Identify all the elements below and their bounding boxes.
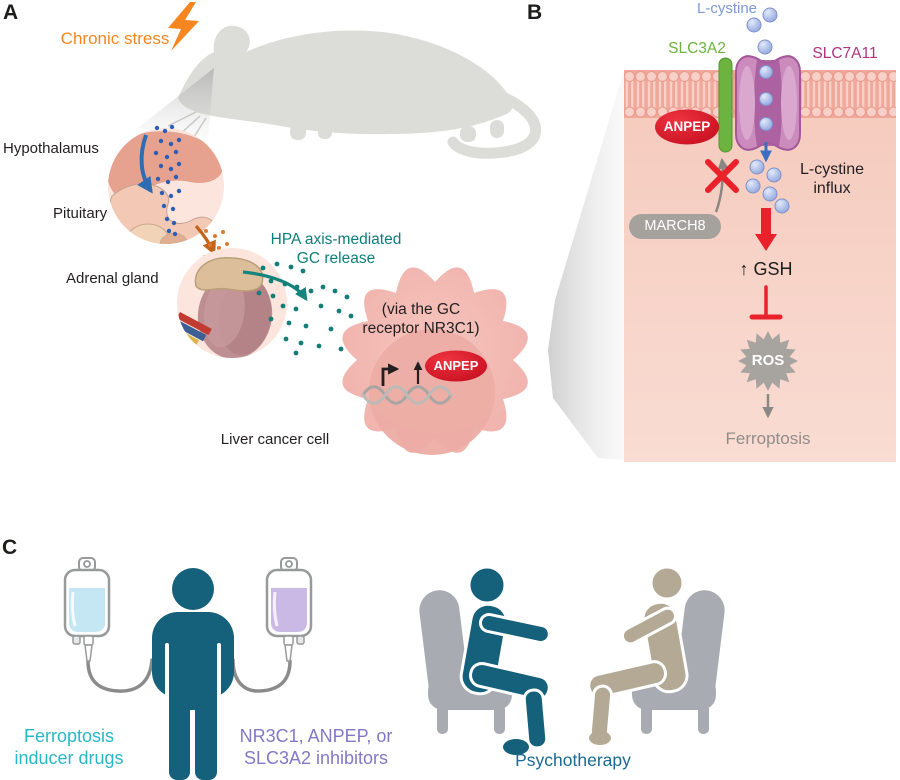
hypothalamus-label: Hypothalamus [3, 140, 99, 157]
chronic-stress-label: Chronic stress [60, 29, 170, 48]
slc3a2-bar [718, 57, 733, 153]
hpa-line2: GC release [296, 249, 376, 267]
drugs-right-line2: SLC3A2 inhibitors [243, 747, 389, 768]
march8-arrow-icon [714, 157, 729, 213]
anpep-badge-label: ANPEP [433, 358, 479, 373]
adrenal-gland-label: Adrenal gland [66, 270, 159, 287]
acth-arrow-icon [194, 224, 216, 256]
drugs-right-line1: NR3C1, ANPEP, or [239, 726, 393, 746]
slc7a11-label: SLC7A11 [812, 45, 878, 62]
anpep-badge [425, 350, 487, 382]
gc-release-arrow-icon [242, 270, 308, 302]
ros-starburst [738, 331, 798, 391]
anpep-badge-b-label: ANPEP [663, 119, 711, 134]
crh-arrow-icon [137, 134, 153, 194]
ros-label: ROS [751, 352, 785, 369]
lightning-icon [168, 2, 199, 51]
march8-label: MARCH8 [644, 218, 706, 234]
transcription-start-arrow-icon [381, 363, 400, 386]
brain-inset [108, 124, 224, 244]
gc-dots [256, 261, 354, 356]
influx-line1: L-cystine [799, 161, 865, 178]
slc3a2-label: SLC3A2 [668, 40, 726, 57]
liver-cancer-cell-label: Liver cancer cell [220, 431, 330, 448]
via-line2: receptor NR3C1) [362, 319, 480, 337]
patient-figure [152, 568, 234, 780]
gsh-up-arrow-icon [755, 208, 777, 251]
red-x-icon [705, 159, 739, 193]
hpa-line1: HPA axis-mediated [270, 231, 402, 248]
iv-bag-left [63, 557, 111, 662]
l-cystine-influx-label: L-cystine influx [789, 160, 875, 198]
drugs-left-line1: Ferroptosis [23, 726, 115, 746]
zoom-cone-brain [138, 68, 214, 137]
panel-c-label: C [2, 536, 18, 559]
adrenal-cap [194, 257, 264, 292]
panel-b-label: B [527, 1, 543, 24]
panel-a-label: A [3, 1, 19, 24]
anpep-badge-b [655, 109, 719, 145]
mouse-silhouette [167, 25, 541, 159]
therapist-figure [459, 565, 551, 755]
gsh-label: ↑ GSH [739, 259, 793, 279]
drugs-left-line2: inducer drugs [14, 747, 124, 768]
iv-bag-right [265, 557, 313, 662]
inhibition-bar-icon [749, 285, 783, 320]
march8-pill [629, 214, 721, 239]
client-figure [587, 565, 689, 745]
ferroptosis-label: Ferroptosis [725, 429, 811, 448]
iv-tubes [86, 658, 292, 693]
l-cystine-label: L-cystine [696, 0, 758, 17]
pituitary-label: Pituitary [53, 205, 108, 222]
crh-dots [153, 124, 182, 237]
via-line1: (via the GC [381, 301, 461, 318]
liver-cancer-cell [342, 267, 528, 455]
zoom-cone-cell [548, 64, 626, 460]
influx-line2: influx [813, 180, 851, 198]
l-cystine-molecules [745, 7, 790, 214]
psychotherapy-label: Psychotherapy [515, 750, 631, 770]
dna-icon [361, 385, 453, 405]
